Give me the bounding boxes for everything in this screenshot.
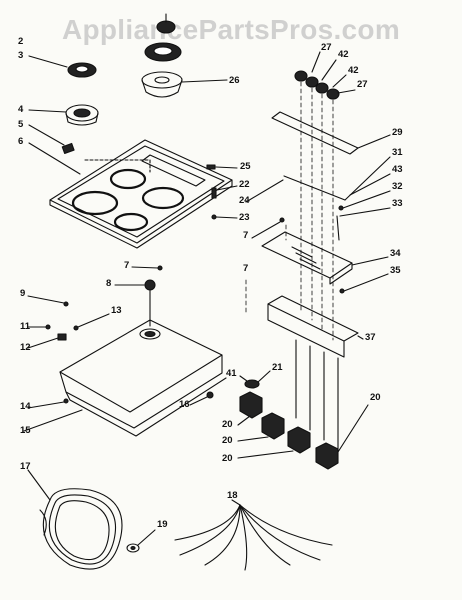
- left-hardware-parts: [27, 295, 110, 409]
- part-label-16: 16: [179, 399, 190, 410]
- part-label-25: 25: [240, 161, 251, 172]
- part-label-29: 29: [392, 127, 403, 138]
- part-label-7: 7: [243, 230, 248, 241]
- part-label-27: 27: [357, 79, 368, 90]
- small-hardware-parts: [206, 164, 284, 220]
- part-label-14: 14: [20, 401, 31, 412]
- part-label-19: 19: [157, 519, 168, 530]
- wire-set-part: [174, 499, 333, 571]
- trim-strip-part: [271, 111, 391, 155]
- terminal-block-parts: [237, 370, 369, 470]
- wiring-channel-part: [267, 295, 364, 451]
- bracket-part: [283, 156, 391, 241]
- part-label-24: 24: [239, 195, 250, 206]
- part-label-33: 33: [392, 198, 403, 209]
- part-label-22: 22: [239, 179, 250, 190]
- part-label-20: 20: [222, 453, 233, 464]
- cooktop-part: [28, 139, 233, 249]
- part-label-26: 26: [229, 75, 240, 86]
- part-label-5: 5: [18, 119, 24, 130]
- part-label-27: 27: [321, 42, 332, 53]
- knob-part: [156, 13, 176, 34]
- part-label-42: 42: [348, 65, 359, 76]
- part-label-9: 9: [20, 288, 25, 299]
- burner-box-part: [23, 265, 227, 437]
- part-label-15: 15: [20, 425, 31, 436]
- part-label-7: 7: [243, 263, 248, 274]
- part-label-8: 8: [106, 278, 111, 289]
- part-label-35: 35: [390, 265, 401, 276]
- part-label-20: 20: [370, 392, 381, 403]
- part-label-37: 37: [365, 332, 376, 343]
- part-label-31: 31: [392, 147, 403, 158]
- part-label-4: 4: [18, 104, 24, 115]
- part-label-32: 32: [392, 181, 403, 192]
- switch-panel-part: [251, 217, 389, 294]
- part-label-12: 12: [20, 342, 31, 353]
- part-label-6: 6: [18, 136, 23, 147]
- part-label-41: 41: [226, 368, 237, 379]
- part-label-20: 20: [222, 419, 233, 430]
- part-label-7: 7: [124, 260, 129, 271]
- part-label-23: 23: [239, 212, 250, 223]
- part-label-2: 2: [18, 36, 23, 47]
- part-label-34: 34: [390, 248, 401, 259]
- part-label-17: 17: [20, 461, 31, 472]
- wire-harness-part: [27, 469, 123, 570]
- grommet-part: [126, 529, 156, 553]
- receptacle-part: [28, 104, 99, 126]
- clip-part: [28, 124, 75, 155]
- part-label-42: 42: [338, 49, 349, 60]
- element-head-part: [28, 55, 97, 78]
- part-label-13: 13: [111, 305, 122, 316]
- part-label-43: 43: [392, 164, 403, 175]
- assembly-guide-lines: [245, 81, 334, 341]
- part-label-18: 18: [227, 490, 238, 501]
- part-label-21: 21: [272, 362, 283, 373]
- part-label-11: 11: [20, 321, 31, 332]
- part-label-3: 3: [18, 50, 23, 61]
- switch-knob-set-part: [294, 51, 356, 100]
- drip-bowl-part: [141, 42, 228, 98]
- part-label-20: 20: [222, 435, 233, 446]
